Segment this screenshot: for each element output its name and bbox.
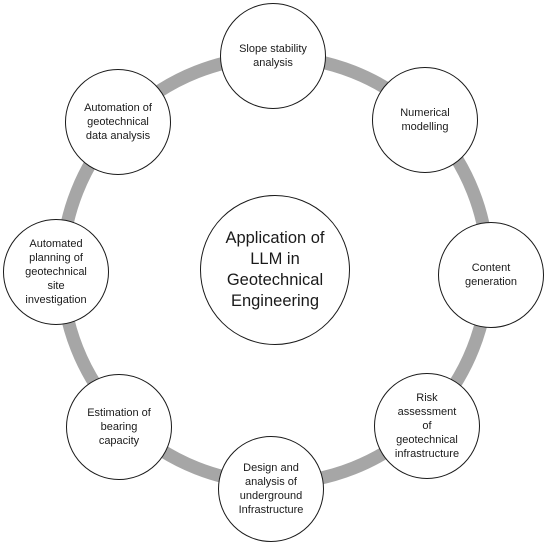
node-label-data-analysis: Automation of geotechnical data analysis xyxy=(84,102,152,142)
node-risk-assessment: Risk assessment of geotechnical infrastr… xyxy=(374,373,480,479)
node-content-generation: Content generation xyxy=(438,222,544,328)
center-node: Application of LLM in Geotechnical Engin… xyxy=(200,195,350,345)
node-site-investigation: Automated planning of geotechnical site … xyxy=(3,219,109,325)
node-label-slope-stability: Slope stability analysis xyxy=(239,43,307,69)
node-label-bearing-capacity: Estimation of bearing capacity xyxy=(87,407,151,447)
node-label-underground-infrastructure: Design and analysis of underground Infra… xyxy=(238,462,304,516)
node-bearing-capacity: Estimation of bearing capacity xyxy=(66,374,172,480)
node-underground-infrastructure: Design and analysis of underground Infra… xyxy=(218,436,324,542)
node-data-analysis: Automation of geotechnical data analysis xyxy=(65,69,171,175)
node-label-site-investigation: Automated planning of geotechnical site … xyxy=(25,238,87,306)
node-label-content-generation: Content generation xyxy=(465,262,517,288)
node-label-numerical-modelling: Numerical modelling xyxy=(400,107,450,133)
node-slope-stability: Slope stability analysis xyxy=(220,3,326,109)
node-label-risk-assessment: Risk assessment of geotechnical infrastr… xyxy=(394,392,460,460)
node-numerical-modelling: Numerical modelling xyxy=(372,67,478,173)
center-node-label: Application of LLM in Geotechnical Engin… xyxy=(225,229,325,310)
